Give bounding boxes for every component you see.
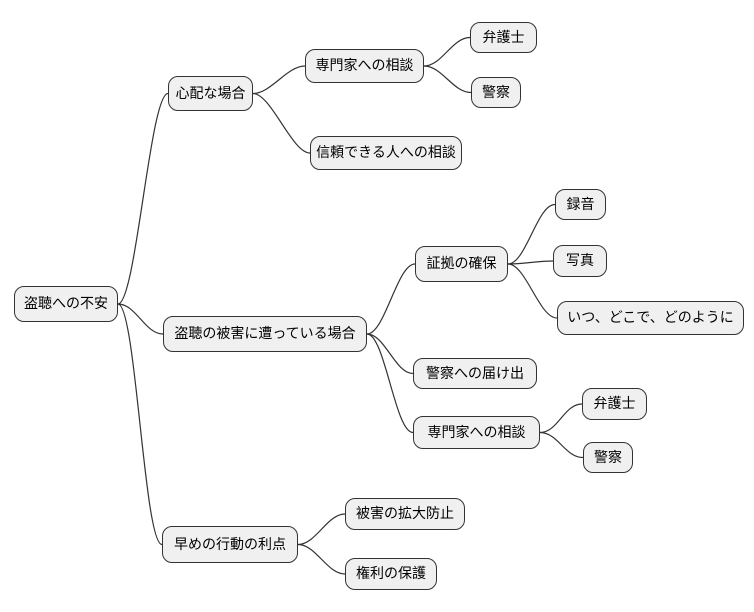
edge-b3-b3b (539, 431, 584, 459)
mindmap-node-a1: 専門家への相談 (305, 49, 424, 83)
mindmap-node-c: 早めの行動の利点 (162, 526, 298, 563)
mindmap-node-b3b: 警察 (583, 442, 633, 473)
node-label: 心配な場合 (175, 85, 246, 102)
mindmap-node-b1b: 写真 (553, 245, 607, 277)
node-label: 警察 (594, 449, 622, 466)
edge-a-a1 (252, 65, 306, 95)
edge-c-c2 (297, 543, 346, 575)
node-label: 盗聴の被害に遭っている場合 (174, 326, 356, 342)
mindmap-node-a1a: 弁護士 (470, 22, 537, 53)
node-label: 写真 (566, 253, 594, 269)
node-label: 弁護士 (593, 396, 636, 412)
mindmap-node-c2: 権利の保護 (345, 558, 437, 590)
edge-b-b3 (366, 333, 414, 434)
mindmap-node-b3a: 弁護士 (582, 388, 647, 420)
mindmap-node-a: 心配な場合 (168, 76, 253, 111)
edge-a1-a1a (423, 36, 471, 67)
edge-a-a2 (252, 92, 311, 154)
mindmap-node-b3: 専門家への相談 (413, 416, 540, 449)
node-label: 信頼できる人への相談 (316, 145, 456, 161)
mindmap-node-b1c: いつ、どこで、どのように (557, 301, 744, 335)
mindmap-node-b1a: 録音 (555, 189, 606, 220)
node-label: 専門家への相談 (315, 58, 414, 74)
node-label: 盗聴への不安 (24, 296, 108, 312)
edge-b-b1 (366, 263, 416, 335)
edge-b1-b1b (507, 260, 554, 265)
node-label: 証拠の確保 (426, 256, 497, 272)
node-label: 早めの行動の利点 (174, 536, 286, 553)
mindmap-node-a1b: 警察 (471, 77, 521, 108)
mindmap-node-b: 盗聴の被害に遭っている場合 (163, 316, 367, 352)
mindmap-node-root: 盗聴への不安 (14, 286, 118, 322)
node-label: いつ、どこで、どのように (567, 310, 734, 326)
edge-b3-b3a (539, 403, 583, 434)
node-label: 警察 (482, 84, 510, 101)
edge-a1-a1b (423, 65, 472, 94)
mindmap-node-b1: 証拠の確保 (415, 246, 508, 282)
edge-b1-b1a (507, 203, 556, 265)
edge-b1-b1c (507, 263, 558, 319)
edge-root-c (117, 303, 163, 546)
edge-c-c1 (297, 513, 346, 546)
edge-root-b (117, 303, 164, 335)
mindmap-node-a2: 信頼できる人への相談 (310, 136, 462, 170)
edge-b-b2 (366, 333, 414, 375)
node-label: 弁護士 (482, 29, 525, 46)
node-label: 録音 (566, 196, 595, 213)
edge-root-a (117, 92, 169, 305)
node-label: 専門家への相談 (427, 424, 526, 441)
mindmap-node-b2: 警察への届け出 (413, 358, 537, 389)
node-label: 警察への届け出 (426, 365, 524, 382)
mindmap-node-c1: 被害の拡大防止 (345, 498, 465, 530)
node-label: 権利の保護 (356, 566, 426, 582)
node-label: 被害の拡大防止 (356, 506, 454, 522)
